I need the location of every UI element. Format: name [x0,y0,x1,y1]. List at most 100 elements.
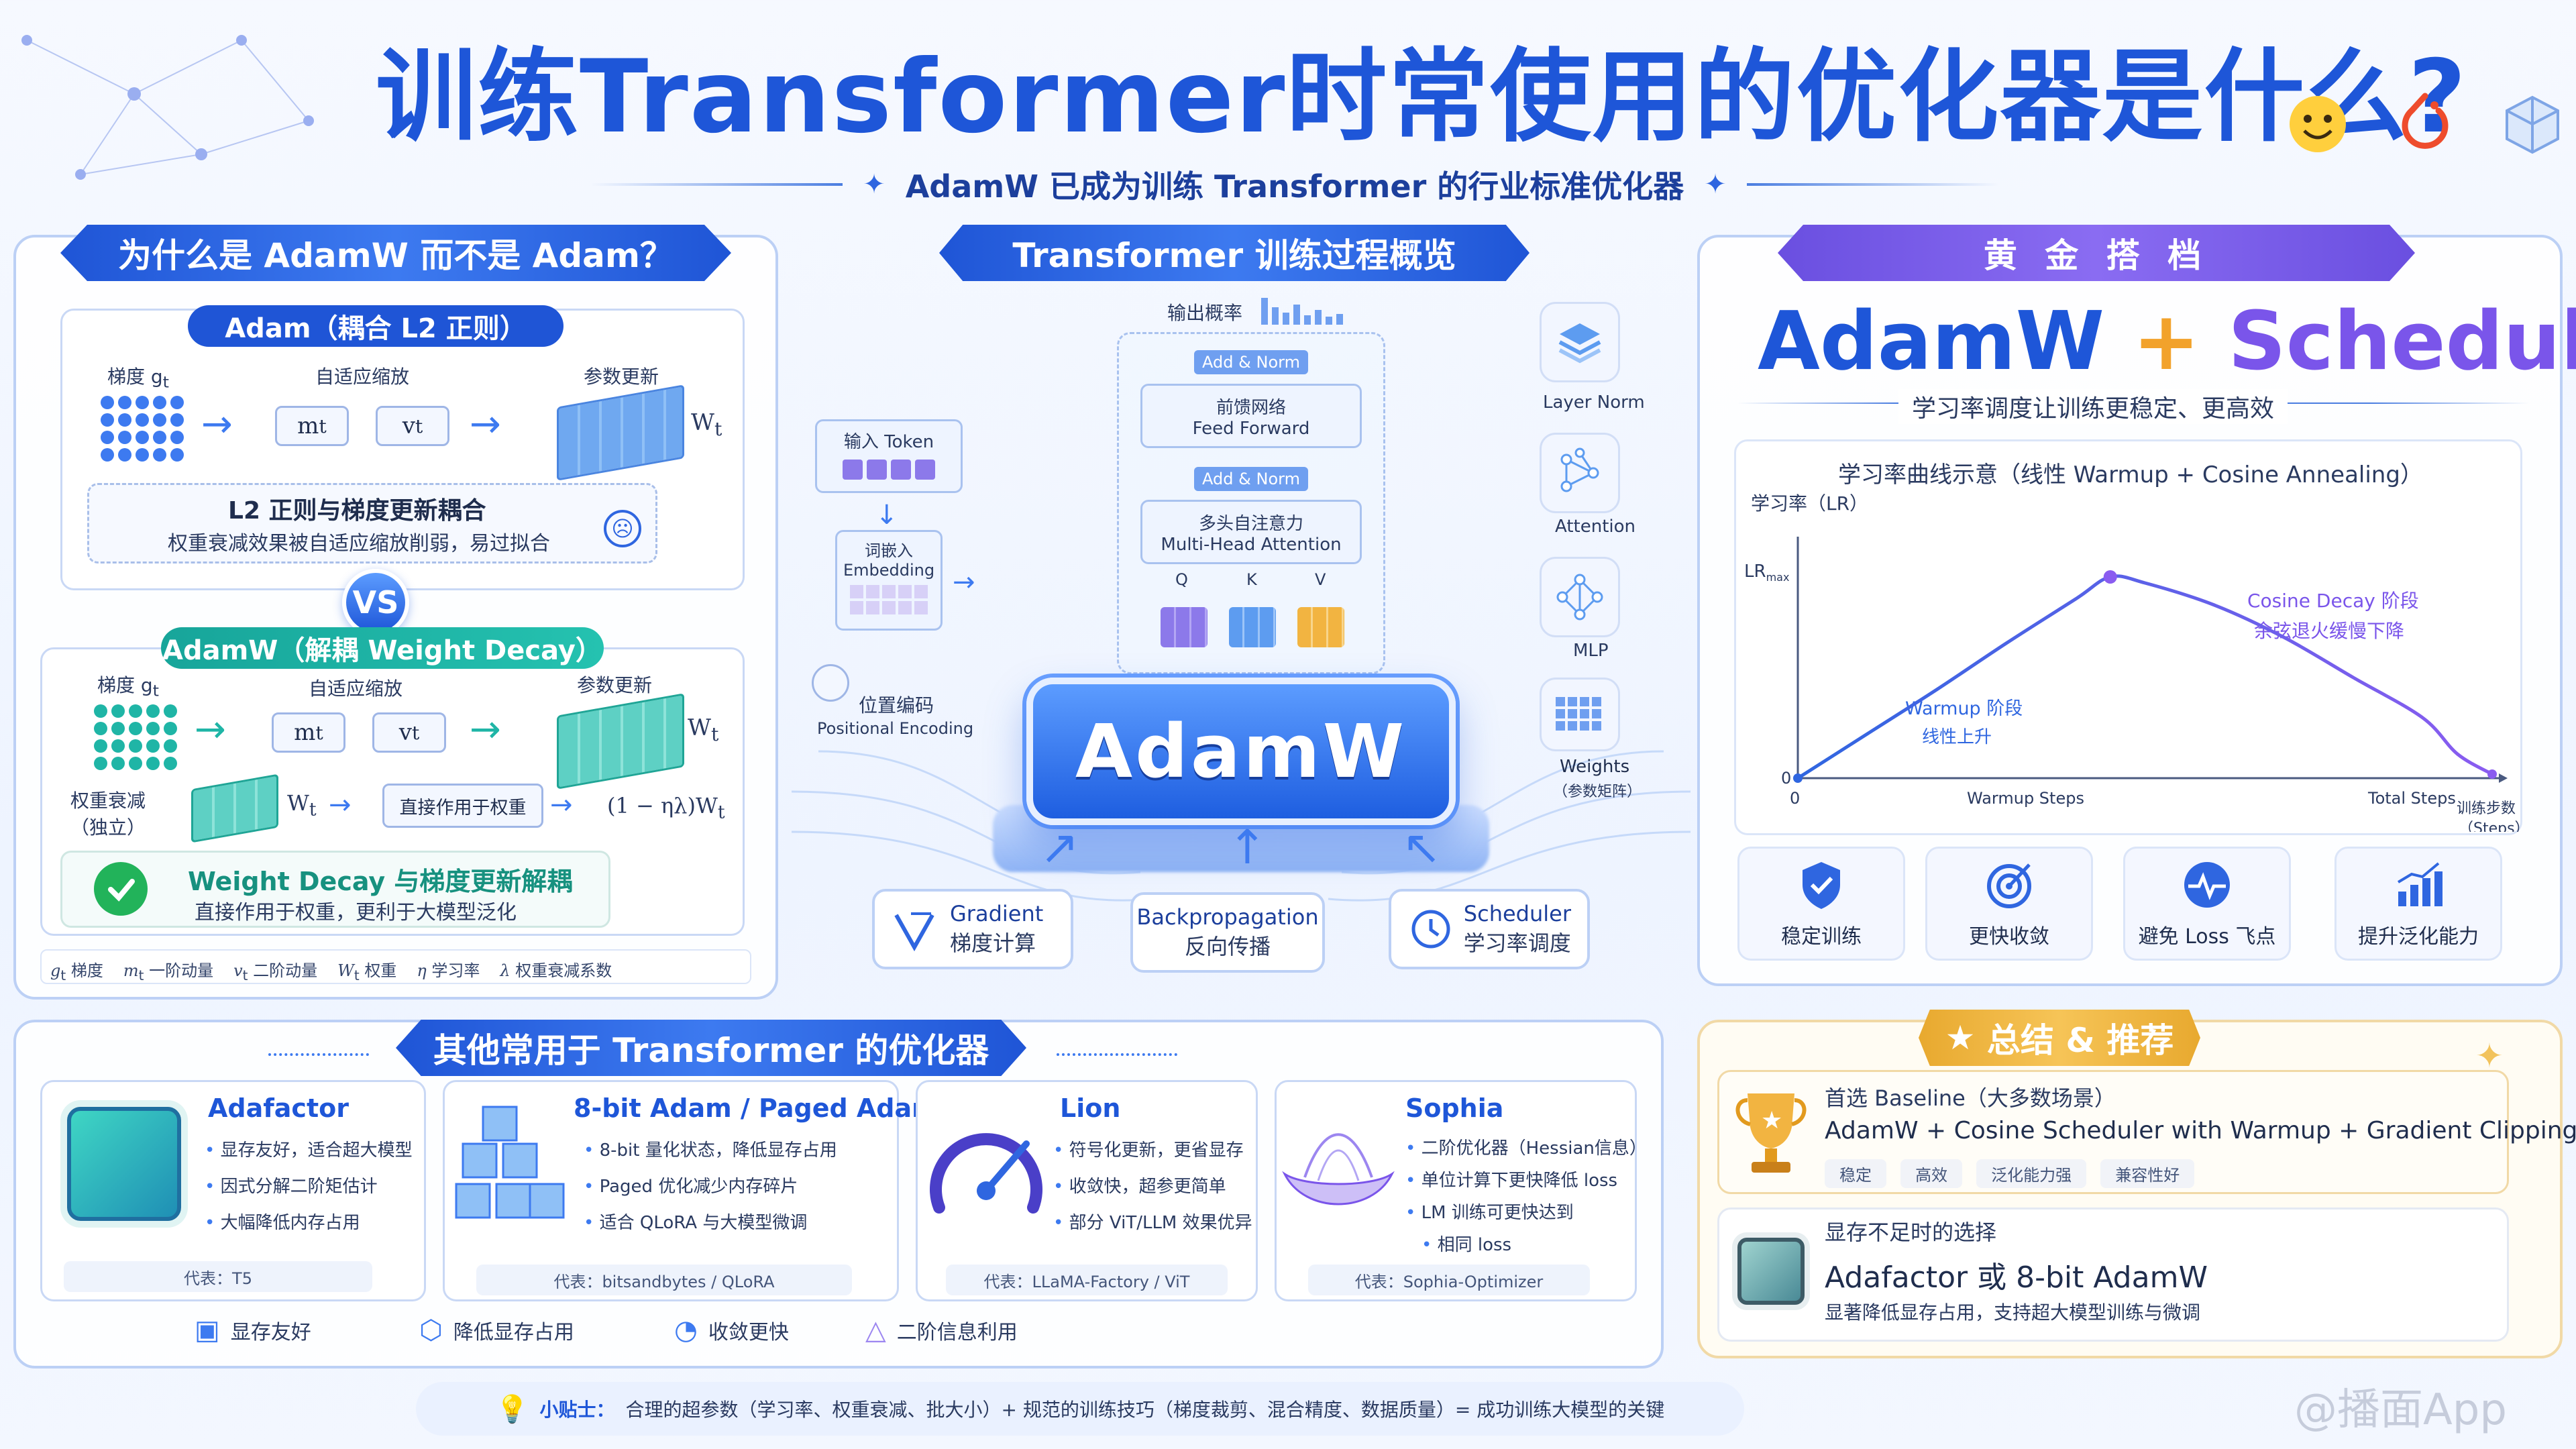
speedometer-icon: ◔ [674,1315,698,1346]
gradient-subtitle: 梯度计算 [950,930,1036,956]
sad-face-icon: ☹ [604,510,641,547]
lr-chart-title: 学习率曲线示意（线性 Warmup + Cosine Annealing） [1838,462,2423,488]
subtitle-row: ✦ AdamW 已成为训练 Transformer 的行业标准优化器 ✦ [590,161,1999,208]
lr-series-line [1796,574,2493,780]
bullet-item: 收敛快，超参更简单 [1053,1169,1252,1205]
tag: 稳定 [1825,1159,1886,1188]
lr-point [2103,570,2117,584]
tag: 兼容性好 [2100,1159,2195,1188]
bullet-item: 二阶优化器（Hessian信息） [1405,1132,1647,1165]
legend-item: η 学习率 [417,961,480,980]
sophia-representative: 代表：Sophia-Optimizer [1308,1265,1590,1295]
low-memory-title: 显存不足时的选择 [1825,1220,1997,1245]
8bit-adam-representative: 代表：bitsandbytes / QLoRA [476,1265,852,1295]
adam-note [87,483,657,564]
q-label: Q [1175,570,1188,589]
stacked-cubes-icon [455,1106,565,1219]
tag: 泛化能力强 [1976,1159,2087,1188]
other-optimizers-ribbon: 其他常用于 Transformer 的优化器 [396,1020,1026,1076]
benefit-avoid-loss-spike: 避免 Loss 飞点 [2123,847,2291,961]
8bit-adam-bullets: 8-bit 量化状态，降低显存占用 Paged 优化减少内存碎片 适合 QLoR… [584,1132,837,1241]
output-bars-icon [1261,298,1343,325]
mlp-icon [1540,557,1620,637]
bullet-item: 显存友好，适合超大模型 [205,1132,413,1169]
clock-icon [1411,910,1450,949]
low-memory-text: 显著降低显存占用，支持超大模型训练与微调 [1825,1301,2201,1324]
add-norm-top: Add & Norm [1194,350,1308,374]
adamw-w-label: Wt [688,714,719,745]
adafactor-chip-icon [67,1107,181,1221]
feature-reduce-memory: ⬡降低显存占用 [419,1315,574,1346]
weights-icon [1540,678,1620,751]
adamw-pill: AdamW（解耦 Weight Decay） [161,627,604,669]
arrow-right-icon: → [195,708,226,751]
adam-gradient-grid [101,396,184,462]
attention-icon [1540,433,1620,513]
sophia-title: Sophia [1405,1093,1504,1123]
arrow-right-icon: → [470,402,501,446]
lr-x-label-sub: （Steps） [2459,820,2522,832]
lr-x-tick-total: Total Steps [2367,789,2456,808]
page-subtitle: AdamW 已成为训练 Transformer 的行业标准优化器 [905,168,1684,205]
baseline-tags: 稳定 高效 泛化能力强 兼容性好 [1825,1159,2205,1188]
bullet-continuation: 相同 loss [1405,1229,1647,1261]
baseline-main: AdamW + Cosine Scheduler with Warmup + G… [1825,1117,2576,1144]
summary-ribbon-label: 总结 & 推荐 [1986,1021,2174,1060]
cube-icon [2496,87,2569,161]
weights-sub-label: （参数矩阵） [1553,784,1642,800]
arrow-right-icon: → [953,567,975,598]
adafactor-representative: 代表：T5 [64,1261,372,1292]
training-overview-ribbon: Transformer 训练过程概览 [939,225,1529,281]
memory-chip-icon [1737,1238,1805,1305]
benefit-label: 更快收敛 [1969,925,2049,949]
bullet-item: 大幅降低内存占用 [205,1205,413,1241]
tips-text: 合理的超参数（学习率、权重衰减、批大小）+ 规范的训练技巧（梯度裁剪、混合精度、… [625,1399,1665,1421]
arrow-right-icon: → [470,708,501,751]
bullet-item: 部分 ViT/LLM 效果优异 [1053,1205,1252,1241]
scheduler-tagline: 学习率调度让训练更稳定、更高效 [1898,389,2288,424]
gradient-icon [894,912,934,952]
adamw-scale-label: 自适应缩放 [309,678,403,700]
warmup-annotation-sub: 线性上升 [1922,727,1992,747]
symbol-legend [40,949,751,984]
lr-max-label: LRmax [1744,561,1789,584]
svg-text:★: ★ [1761,1107,1782,1134]
benefit-faster-convergence: 更快收敛 [1925,847,2093,961]
lr-x-tick-0: 0 [1790,789,1800,808]
warmup-annotation: Warmup 阶段 [1905,698,2023,719]
tips-label: 小贴士： [539,1399,615,1421]
lr-x-tick-warmup: Warmup Steps [1967,789,2084,808]
weights-label: Weights [1560,757,1630,777]
direct-apply-box: 直接作用于权重 [382,784,543,828]
low-memory-recommendation-card [1717,1208,2509,1342]
sparkle-icon: ✦ [863,169,885,200]
speedometer-icon [930,1133,1042,1214]
sophia-bullets: 二阶优化器（Hessian信息） 单位计算下更快降低 loss LM 训练可更快… [1405,1132,1647,1261]
mlp-label: MLP [1573,641,1609,661]
tips-bar: 💡 小贴士： 合理的超参数（学习率、权重衰减、批大小）+ 规范的训练技巧（梯度裁… [416,1382,1744,1436]
layer-norm-icon [1540,302,1620,382]
adamw-update-label: 参数更新 [577,674,653,696]
golden-pair-ribbon: 黄 金 搭 档 [1778,225,2415,281]
lion-title: Lion [1060,1093,1121,1123]
pos-encoding-sub: Positional Encoding [817,719,974,738]
dots-right-decoration [1057,1053,1177,1056]
feature-faster-convergence: ◔收敛更快 [674,1315,789,1346]
target-icon [1987,863,2031,908]
weight-decay-label: 权重衰减（独立） [70,790,146,839]
backprop-subtitle: 反向传播 [1185,934,1271,959]
adam-note-title: L2 正则与梯度更新耦合 [228,497,486,525]
benefit-stable-training: 稳定训练 [1737,847,1905,961]
benefit-generalization: 提升泛化能力 [2334,847,2502,961]
adam-grad-label: 梯度 gt [107,366,169,392]
vs-badge: VS [342,569,409,636]
bullet-item: 因式分解二阶矩估计 [205,1169,413,1205]
bullet-item: 符号化更新，更省显存 [1053,1132,1252,1169]
hugging-face-icon [2281,87,2355,161]
